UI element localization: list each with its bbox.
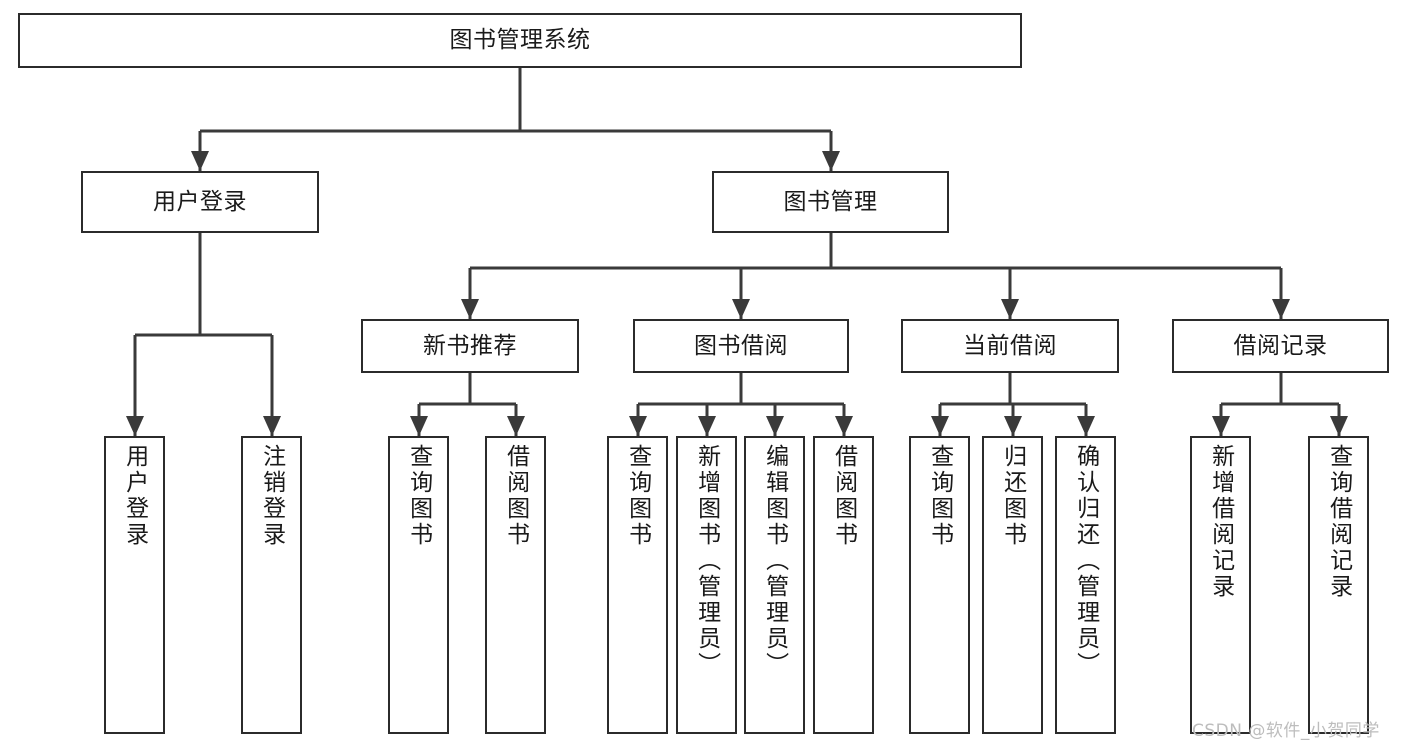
node-leaf-return: 归还图书 — [982, 436, 1043, 734]
node-current-borrow: 当前借阅 — [901, 319, 1119, 373]
node-leaf-user-login: 用户登录 — [104, 436, 165, 734]
node-label: 借阅图书 — [830, 444, 857, 548]
node-leaf-query-3: 查询图书 — [909, 436, 970, 734]
arrow-head-icon-leaf-borrow-1 — [507, 416, 525, 436]
node-label: 查询图书 — [624, 444, 651, 548]
arrow-head-icon-leaf-query-2 — [629, 416, 647, 436]
node-label: 图书管理 — [783, 188, 878, 215]
node-leaf-confirm: 确认归还（管理员） — [1055, 436, 1116, 734]
arrow-head-icon-leaf-add-book — [698, 416, 716, 436]
node-leaf-query-rec: 查询借阅记录 — [1308, 436, 1369, 734]
arrow-head-icon-leaf-query-3 — [931, 416, 949, 436]
node-book-borrow: 图书借阅 — [633, 319, 849, 373]
node-leaf-borrow-1: 借阅图书 — [485, 436, 546, 734]
arrow-head-icon-leaf-edit-book — [766, 416, 784, 436]
node-user-login: 用户登录 — [81, 171, 319, 233]
arrow-head-icon-new-book-rec — [461, 299, 479, 319]
arrow-head-icon-leaf-confirm — [1077, 416, 1095, 436]
node-label: 当前借阅 — [963, 332, 1057, 359]
node-leaf-edit-book: 编辑图书（管理员） — [744, 436, 805, 734]
arrow-head-icon-current-borrow — [1001, 299, 1019, 319]
node-label: 确认归还（管理员） — [1072, 444, 1099, 678]
node-label: 归还图书 — [999, 444, 1026, 548]
arrow-head-icon-user-login — [191, 151, 209, 171]
node-leaf-add-book: 新增图书（管理员） — [676, 436, 737, 734]
node-label: 新增借阅记录 — [1207, 444, 1234, 600]
node-leaf-logout: 注销登录 — [241, 436, 302, 734]
arrow-head-icon-leaf-query-rec — [1330, 416, 1348, 436]
node-leaf-add-rec: 新增借阅记录 — [1190, 436, 1251, 734]
arrow-head-icon-book-borrow — [732, 299, 750, 319]
arrow-head-icon-borrow-record — [1272, 299, 1290, 319]
node-label: 图书管理系统 — [449, 27, 591, 54]
arrow-head-icon-book-manage — [822, 151, 840, 171]
arrow-head-icon-leaf-return — [1004, 416, 1022, 436]
arrow-head-icon-leaf-borrow-2 — [835, 416, 853, 436]
node-label: 借阅记录 — [1233, 332, 1328, 359]
node-label: 新增图书（管理员） — [693, 444, 720, 678]
node-label: 用户登录 — [121, 444, 148, 548]
node-label: 查询图书 — [926, 444, 953, 548]
node-label: 注销登录 — [258, 444, 285, 548]
node-label: 查询图书 — [405, 444, 432, 548]
node-label: 图书借阅 — [694, 332, 788, 359]
node-label: 编辑图书（管理员） — [761, 444, 788, 678]
node-leaf-query-2: 查询图书 — [607, 436, 668, 734]
watermark-text: CSDN @软件_小贺同学 — [1192, 721, 1380, 741]
node-label: 借阅图书 — [502, 444, 529, 548]
arrow-head-icon-leaf-user-login — [126, 416, 144, 436]
node-new-book-rec: 新书推荐 — [361, 319, 579, 373]
node-label: 新书推荐 — [423, 332, 517, 359]
arrow-head-icon-leaf-logout — [263, 416, 281, 436]
node-label: 用户登录 — [153, 188, 247, 215]
node-borrow-record: 借阅记录 — [1172, 319, 1389, 373]
node-label: 查询借阅记录 — [1325, 444, 1352, 600]
node-leaf-query-1: 查询图书 — [388, 436, 449, 734]
node-book-manage: 图书管理 — [712, 171, 949, 233]
node-root: 图书管理系统 — [18, 13, 1022, 68]
arrow-head-icon-leaf-add-rec — [1212, 416, 1230, 436]
node-leaf-borrow-2: 借阅图书 — [813, 436, 874, 734]
arrow-head-icon-leaf-query-1 — [410, 416, 428, 436]
